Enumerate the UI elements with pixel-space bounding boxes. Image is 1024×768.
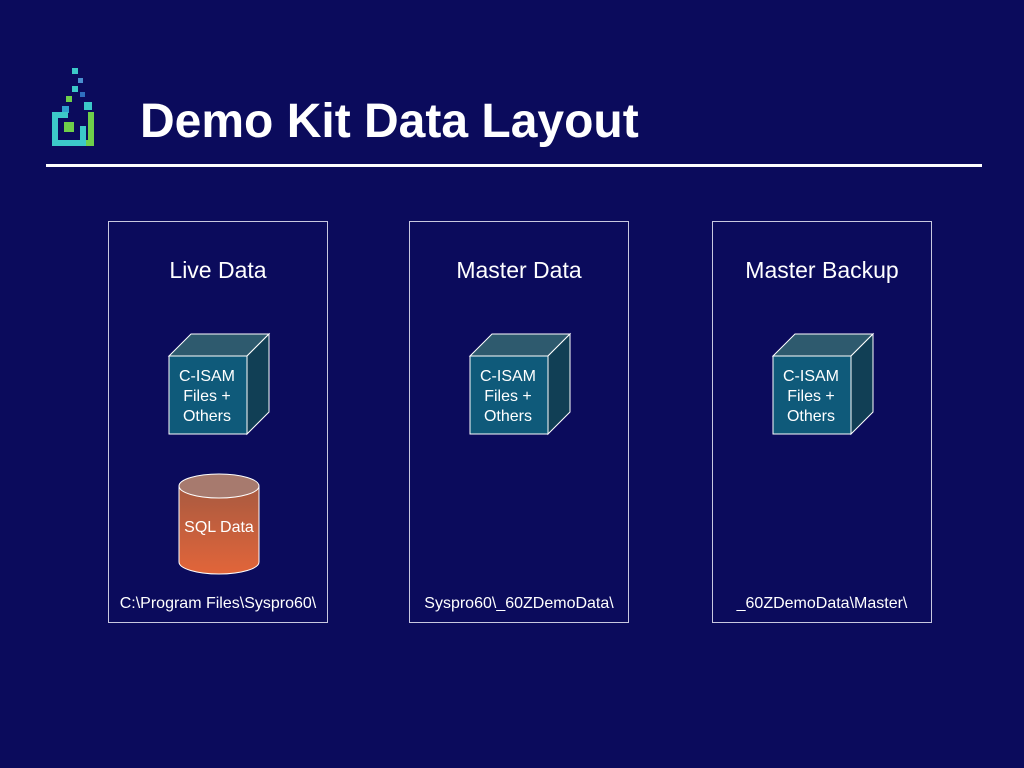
panel-path: _60ZDemoData\Master\	[736, 595, 908, 612]
sql-database-cylinder: SQL Data	[177, 472, 261, 576]
cube-label: C-ISAM Files + Others	[783, 368, 839, 425]
cisam-cube: C-ISAM Files + Others	[167, 332, 271, 436]
panel-live-data: Live Data C-ISAM Files + Others SQL Data…	[108, 221, 328, 623]
panel-path: Syspro60\_60ZDemoData\	[424, 595, 614, 612]
panel-label: Master Backup	[745, 257, 899, 283]
panel-master-data: Master Data C-ISAM Files + Others Syspro…	[409, 221, 629, 623]
panel-path: C:\Program Files\Syspro60\	[119, 595, 317, 612]
panel-label: Master Data	[456, 257, 582, 283]
cube-label: C-ISAM Files + Others	[480, 368, 536, 425]
cisam-cube: C-ISAM Files + Others	[468, 332, 572, 436]
cisam-cube: C-ISAM Files + Others	[771, 332, 875, 436]
database-label: SQL Data	[184, 519, 254, 536]
page-title: Demo Kit Data Layout	[140, 95, 639, 148]
panel-master-backup: Master Backup C-ISAM Files + Others _60Z…	[712, 221, 932, 623]
cube-label: C-ISAM Files + Others	[179, 368, 235, 425]
company-logo-icon	[50, 66, 98, 150]
title-divider	[46, 164, 982, 167]
panel-label: Live Data	[169, 257, 267, 283]
